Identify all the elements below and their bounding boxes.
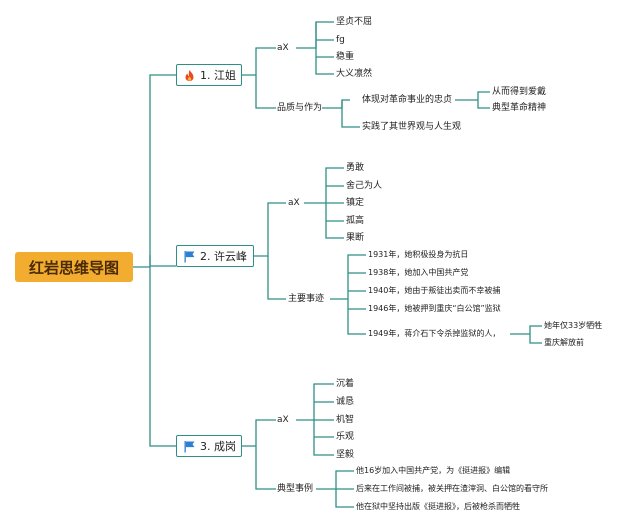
trait-item: 机智	[336, 415, 355, 425]
branch-title: 2. 许云峰	[200, 250, 247, 263]
group-label: aX	[277, 415, 289, 425]
branch-node-xuyunfeng: 2. 许云峰	[176, 245, 254, 267]
example-item: 他16岁加入中国共产党，为《挺进报》编辑	[356, 466, 511, 475]
example-item: 他在狱中坚持出版《挺进报》，后被枪杀而牺牲	[356, 502, 520, 511]
trait-item: 舍己为人	[346, 181, 383, 191]
trait-item: 坚毅	[336, 450, 355, 460]
trait-item: 勇敢	[346, 163, 365, 173]
branch-node-jiangjie: 1. 江姐	[176, 64, 242, 86]
event-item: 1931年，她积极投身为抗日	[368, 250, 469, 259]
detail-item: 实践了其世界观与人生观	[362, 122, 462, 132]
sub-event-item: 重庆解放前	[544, 338, 584, 347]
sub-event-item: 她年仅33岁牺牲	[544, 321, 603, 330]
flag-icon	[183, 250, 196, 263]
trait-item: fg	[336, 35, 345, 45]
group-label: 主要事迹	[288, 294, 325, 304]
trait-item: 乐观	[336, 432, 355, 442]
sub-detail-item: 从而得到爱戴	[492, 87, 547, 97]
group-label: 品质与作为	[277, 103, 323, 113]
trait-item: 稳重	[336, 52, 355, 62]
trait-item: 镇定	[346, 198, 365, 208]
detail-item: 体现对革命事业的忠贞	[362, 95, 453, 105]
trait-item: 大义凛然	[336, 69, 373, 79]
trait-item: 孤高	[346, 216, 365, 226]
event-item: 1938年，她加入中国共产党	[368, 268, 469, 277]
event-item: 1940年，她由于叛徒出卖而不幸被捕	[368, 286, 501, 295]
sub-detail-item: 典型革命精神	[492, 103, 547, 113]
root-node: 红岩思维导图	[15, 252, 133, 282]
branch-title: 1. 江姐	[200, 69, 236, 82]
trait-item: 诚恳	[336, 397, 355, 407]
event-item: 1949年，蒋介石下令杀掉监狱的人，	[368, 329, 501, 338]
trait-item: 坚贞不屈	[336, 17, 373, 27]
trait-item: 果断	[346, 233, 365, 243]
example-item: 后来在工作间被捕，被关押在渣滓洞、白公馆的看守所	[356, 484, 548, 493]
fire-icon	[183, 69, 196, 82]
group-label: aX	[277, 43, 289, 53]
group-label: 典型事例	[277, 484, 314, 494]
flag-icon	[183, 440, 196, 453]
branch-node-chenggang: 3. 成岗	[176, 435, 242, 457]
branch-title: 3. 成岗	[200, 440, 236, 453]
trait-item: 沉着	[336, 379, 355, 389]
event-item: 1946年，她被押到重庆“白公馆”监狱	[368, 304, 501, 313]
group-label: aX	[288, 198, 300, 208]
